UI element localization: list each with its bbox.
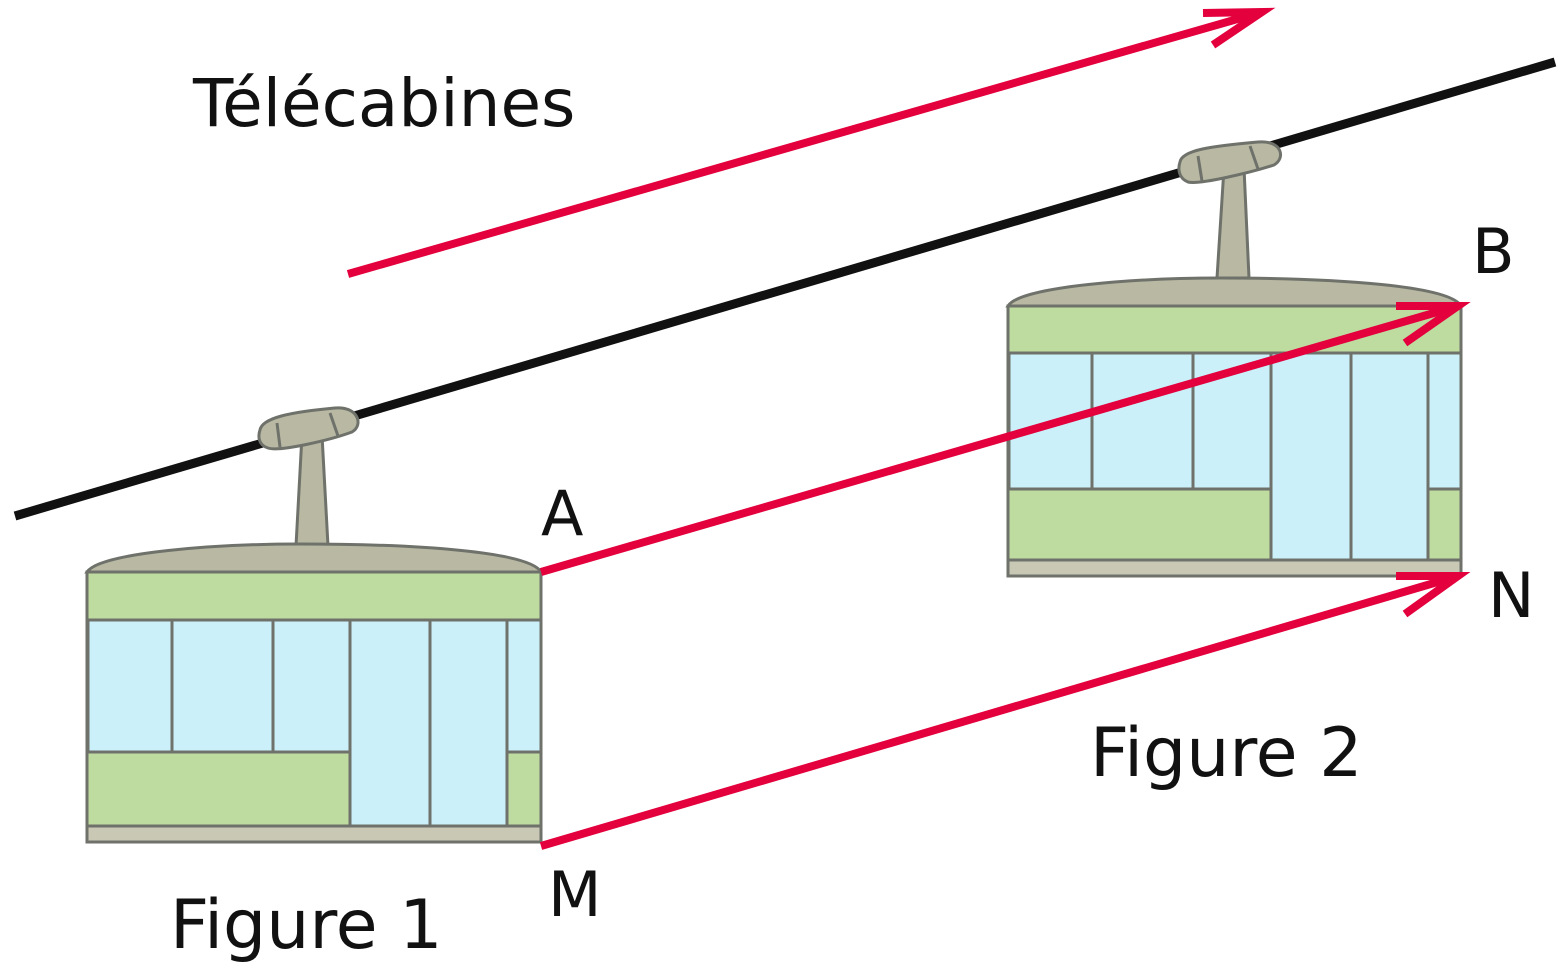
vector-mn bbox=[539, 572, 1471, 850]
cabin-2-roof bbox=[1005, 276, 1464, 308]
cabin-1-hanger bbox=[257, 406, 360, 548]
cabin-2-hanger bbox=[1177, 140, 1283, 280]
title-label: Télécabines bbox=[192, 65, 575, 142]
point-b-label: B bbox=[1472, 215, 1515, 288]
point-m-label: M bbox=[548, 858, 602, 931]
cabin-1 bbox=[84, 406, 544, 844]
point-n-label: N bbox=[1488, 559, 1534, 632]
vector-ab bbox=[539, 302, 1471, 576]
direction-arrow bbox=[346, 7, 1276, 278]
point-a-label: A bbox=[541, 477, 583, 550]
figure-2-label: Figure 2 bbox=[1090, 714, 1363, 793]
cabin-2 bbox=[1005, 140, 1464, 578]
cabin-1-roof bbox=[84, 542, 544, 574]
figure-1-label: Figure 1 bbox=[170, 886, 443, 965]
